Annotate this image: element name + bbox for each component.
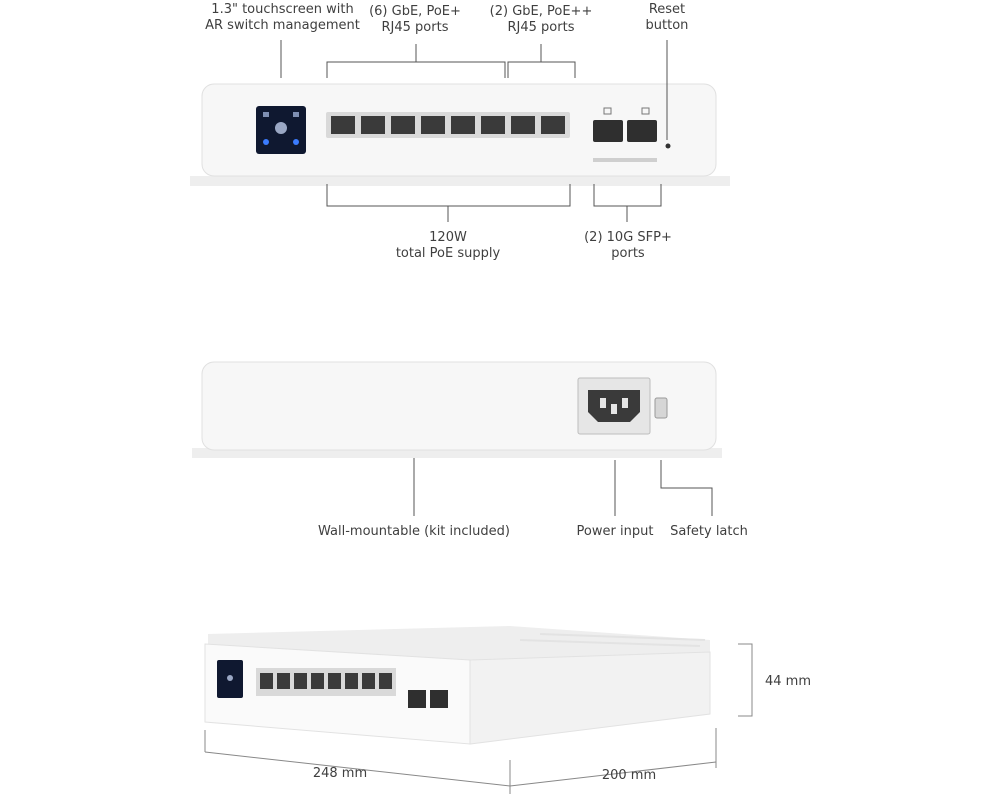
power-inlet-icon	[577, 377, 651, 435]
wall-mount-label: Wall-mountable (kit included)	[318, 524, 510, 539]
rj45-port	[331, 116, 355, 134]
angled-rj45-port-row	[256, 668, 396, 696]
sfp-port	[627, 120, 657, 142]
touchscreen-icon	[256, 106, 306, 154]
rj45-port-row	[326, 112, 570, 138]
poe-plusplus-ports-label: (2) GbE, PoE++RJ45 ports	[489, 4, 593, 35]
safety-latch-icon	[654, 397, 668, 419]
height-dimension-label: 44 mm	[764, 674, 811, 689]
rj45-port	[481, 116, 505, 134]
rj45-port	[451, 116, 475, 134]
angled-sfp-port-pair	[408, 690, 448, 708]
front-shadow	[190, 176, 730, 186]
depth-dimension-label: 200 mm	[601, 768, 657, 783]
width-dimension-label: 248 mm	[312, 766, 368, 781]
sfp-led	[641, 107, 650, 115]
rj45-port	[361, 116, 385, 134]
rj45-port	[511, 116, 535, 134]
rj45-port	[391, 116, 415, 134]
poe-plus-ports-label: (6) GbE, PoE+RJ45 ports	[369, 4, 461, 35]
sfp-port	[593, 120, 623, 142]
safety-latch-label: Safety latch	[670, 524, 748, 539]
reset-button-icon	[665, 143, 671, 149]
power-input-label: Power input	[576, 524, 654, 539]
rj45-port	[541, 116, 565, 134]
sfp-ports-label: (2) 10G SFP+ports	[584, 230, 672, 261]
sfp-port-pair	[593, 107, 657, 162]
back-shadow	[192, 448, 722, 458]
rj45-port	[421, 116, 445, 134]
sfp-led	[603, 107, 612, 115]
